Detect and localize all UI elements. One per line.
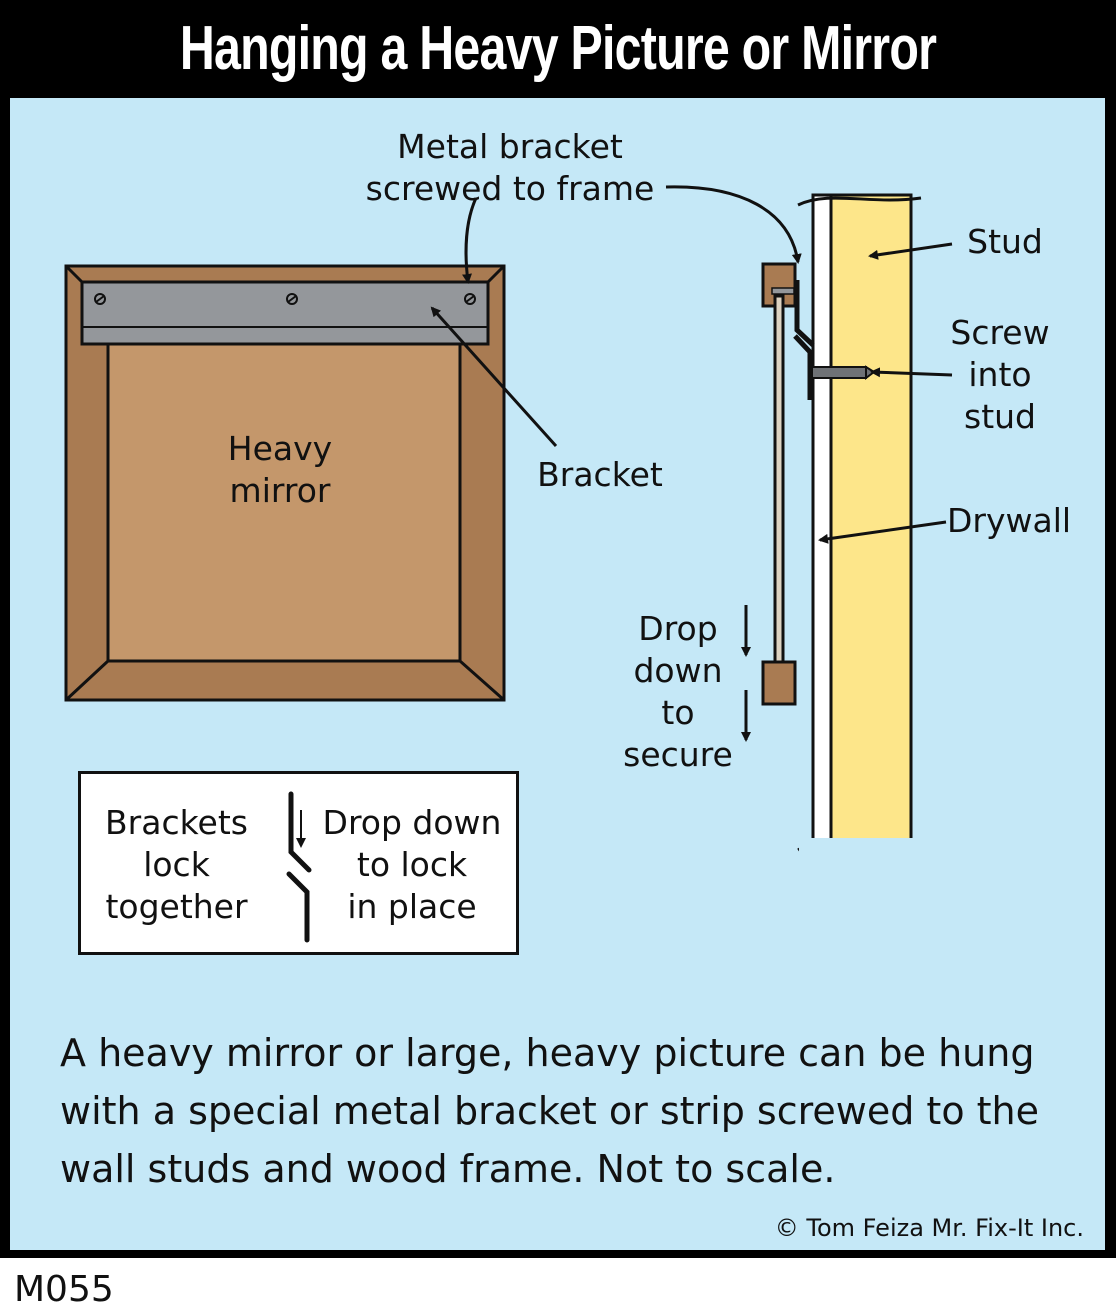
arrow-icon bbox=[462, 197, 478, 284]
label-screw: Screw into stud bbox=[950, 313, 1050, 436]
label-metal-bracket: Metal bracket screwed to frame bbox=[365, 127, 655, 208]
legend-left-text: Brackets lock together bbox=[105, 803, 248, 926]
label-heavy-mirror: Heavy mirror bbox=[227, 429, 333, 510]
mirror-side-view bbox=[761, 262, 876, 706]
arrow-icon bbox=[818, 520, 947, 544]
label-bracket: Bracket bbox=[537, 455, 663, 494]
screw-icon bbox=[94, 293, 106, 305]
arrow-icon bbox=[665, 185, 802, 264]
label-drop-down: Drop down to secure bbox=[623, 609, 733, 774]
copyright-credit: © Tom Feiza Mr. Fix-It Inc. bbox=[774, 1214, 1084, 1242]
wall-section bbox=[797, 193, 929, 858]
arrow-icon bbox=[870, 367, 953, 378]
arrow-icon bbox=[430, 306, 558, 448]
illustration-code: M055 bbox=[14, 1269, 114, 1310]
arrow-icon bbox=[868, 242, 953, 260]
legend-right-text: Drop down to lock in place bbox=[322, 803, 502, 926]
label-drywall: Drywall bbox=[946, 501, 1072, 540]
interlock-icon bbox=[286, 791, 312, 943]
label-stud: Stud bbox=[967, 222, 1043, 261]
screw-icon bbox=[286, 293, 298, 305]
description-text: A heavy mirror or large, heavy picture c… bbox=[60, 1031, 1040, 1191]
legend-box: Brackets lock together Drop down to lock… bbox=[78, 771, 519, 955]
page-title: Hanging a Heavy Picture or Mirror bbox=[179, 14, 937, 83]
frame-bracket bbox=[80, 280, 490, 346]
screw-icon bbox=[464, 293, 476, 305]
